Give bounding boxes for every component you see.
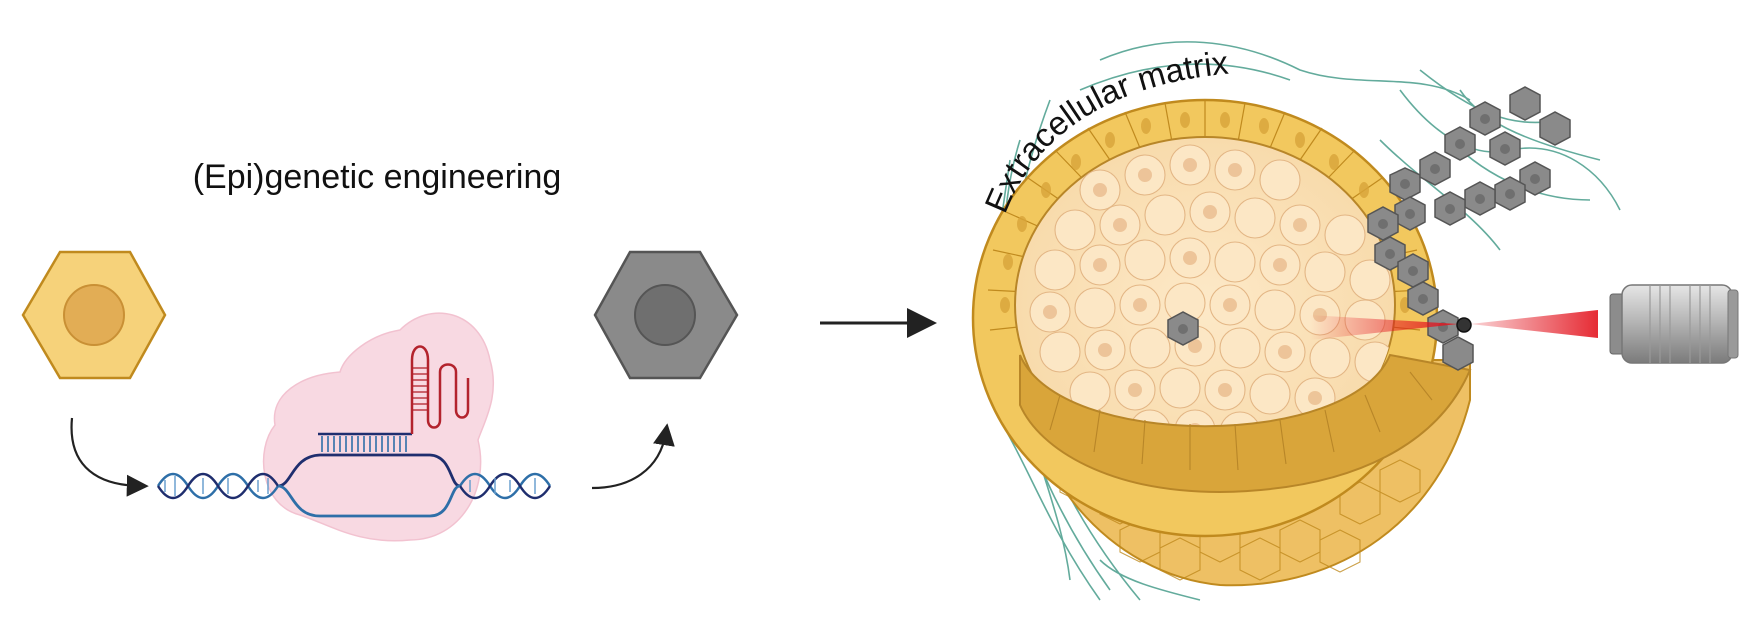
arrow-to-engineered-cell [591, 423, 675, 490]
engineering-title: (Epi)genetic engineering [193, 158, 562, 196]
laser-target [1456, 317, 1472, 333]
laser-beam-icon [1310, 315, 1458, 340]
arrow-to-editing [70, 417, 149, 497]
laser-beam-right [1470, 310, 1598, 338]
wildtype-cell-icon [21, 250, 167, 380]
crispr-complex-icon [156, 312, 552, 542]
engineered-cell-icon [593, 250, 739, 380]
microscope-objective-icon [1609, 284, 1739, 364]
organoid-icon [971, 41, 1621, 601]
